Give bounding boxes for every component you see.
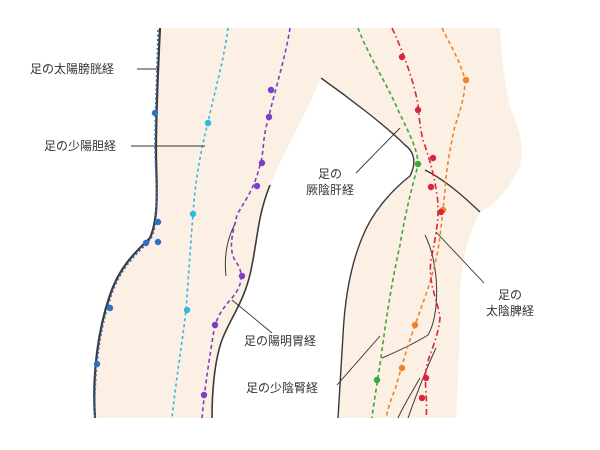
stomach-acupoint-5	[238, 272, 246, 280]
spleen-acupoint-3	[411, 321, 419, 329]
label-liver-meridian: 足の 厥陰肝経	[306, 166, 354, 198]
leader-lines	[131, 68, 485, 386]
label-liver-line2: 厥陰肝経	[306, 183, 355, 197]
liver-acupoint-1	[414, 160, 422, 168]
leader-spleen	[435, 231, 485, 284]
bladder-acupoint-3	[154, 238, 162, 246]
calf-crease-2	[397, 377, 421, 419]
meridian-lines	[93, 27, 470, 419]
spleen-meridian-line	[385, 27, 466, 419]
kidney-acupoint-6	[422, 374, 430, 382]
kidney-acupoint-1	[398, 53, 406, 61]
left-knee-crease	[224, 221, 237, 277]
liver-meridian-line	[357, 27, 419, 419]
left-leg-inner-contour	[211, 184, 271, 419]
liver-acupoint-2	[373, 376, 381, 384]
gallbladder-acupoint-3	[183, 306, 191, 314]
gallbladder-meridian-line	[171, 27, 229, 419]
kidney-acupoint-2	[414, 106, 422, 114]
kidney-meridian-line	[391, 27, 441, 419]
stomach-acupoint-4	[253, 182, 261, 190]
label-spleen-meridian: 足の 太陰脾経	[486, 287, 534, 319]
spleen-acupoint-4	[398, 364, 406, 372]
stomach-acupoint-3	[258, 159, 266, 167]
crotch-contour	[320, 77, 415, 177]
bladder-meridian-line	[94, 29, 159, 419]
bladder-acupoint-2	[154, 218, 162, 226]
gallbladder-acupoint-1	[204, 119, 212, 127]
left-leg-shape	[94, 28, 323, 418]
kidney-acupoint-4	[427, 183, 435, 191]
leader-stomach	[231, 299, 273, 334]
label-spleen-line2: 太陰脾経	[486, 304, 535, 318]
knee-back-contour	[424, 169, 481, 213]
spleen-acupoint-1	[462, 76, 470, 84]
right-knee-crease	[381, 234, 438, 359]
label-liver-line1: 足の	[318, 167, 343, 181]
right-leg-shape	[322, 28, 522, 418]
bladder-acupoint-5	[106, 304, 114, 312]
stomach-acupoint-6	[211, 321, 219, 329]
stomach-acupoint-7	[200, 391, 208, 399]
stomach-acupoint-1	[267, 86, 275, 94]
label-kidney-meridian: 足の少陰腎経	[246, 381, 319, 395]
bladder-acupoint-1	[151, 109, 159, 117]
bladder-acupoint-4	[142, 239, 150, 247]
leader-liver	[355, 127, 401, 174]
gallbladder-acupoint-2	[189, 210, 197, 218]
bladder-acupoint-6	[93, 360, 101, 368]
kidney-acupoint-5	[437, 208, 445, 216]
leader-kidney	[336, 335, 381, 386]
stomach-acupoint-2	[265, 113, 273, 121]
kidney-acupoint-3	[429, 154, 437, 162]
label-bladder-meridian: 足の太陽膀胱経	[30, 62, 115, 76]
kidney-acupoint-7	[418, 394, 426, 402]
label-stomach-meridian: 足の陽明胃経	[244, 334, 317, 348]
label-spleen-line1: 足の	[498, 288, 523, 302]
left-leg-outline	[93, 27, 162, 419]
label-gallbladder-meridian: 足の少陽胆経	[44, 139, 117, 153]
right-leg-inner-contour	[337, 175, 411, 419]
calf-crease-1	[407, 347, 437, 419]
